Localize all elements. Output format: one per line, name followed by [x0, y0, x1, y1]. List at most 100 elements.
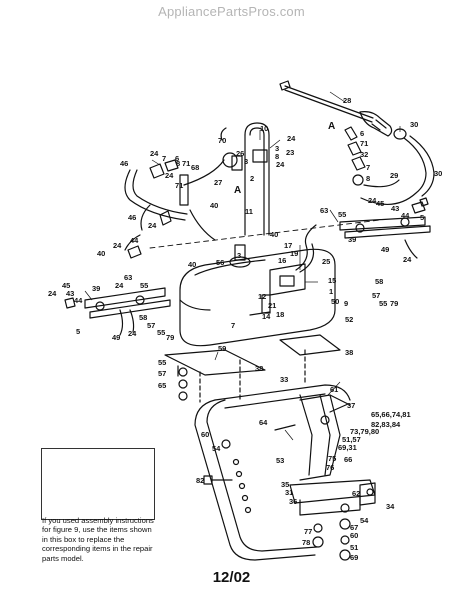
- inset-note: If you used assembly instructions for fi…: [42, 516, 154, 563]
- label-39-left: 39: [92, 284, 100, 293]
- label-53: 53: [276, 456, 284, 465]
- label-30-top: 30: [410, 120, 418, 129]
- label-24-left4: 24: [113, 241, 122, 250]
- label-55-left: 55: [140, 281, 148, 290]
- label-79-right: 79: [390, 299, 398, 308]
- label-54-left: 54: [212, 444, 221, 453]
- label-50: 50: [331, 297, 339, 306]
- label-63-left: 63: [124, 273, 132, 282]
- label-24-right2: 24: [403, 255, 412, 264]
- label-77: 77: [304, 527, 312, 536]
- label-27: 27: [214, 178, 222, 187]
- label-24-left2: 24: [165, 171, 174, 180]
- label-29: 29: [390, 171, 398, 180]
- label-60-lower: 60: [350, 531, 358, 540]
- label-10: 10: [260, 124, 268, 133]
- label-group-69: 69,31: [338, 443, 357, 452]
- label-82: 82: [196, 476, 204, 485]
- label-35: 35: [281, 480, 289, 489]
- label-24-left6: 24: [115, 281, 124, 290]
- label-78: 78: [302, 538, 310, 547]
- label-group-65: 65,66,74,81: [371, 410, 411, 419]
- left-boom: [64, 287, 171, 336]
- label-23: 23: [286, 148, 294, 157]
- label-65: 65: [158, 381, 166, 390]
- label-79-left: 79: [166, 333, 174, 342]
- label-52: 52: [345, 315, 353, 324]
- label-71-left2: 71: [175, 181, 183, 190]
- label-44-right: 44: [401, 211, 410, 220]
- label-24-mid: 24: [276, 160, 285, 169]
- frame: [194, 384, 351, 561]
- label-5-right: 5: [420, 213, 424, 222]
- label-8-left: 8: [176, 159, 180, 168]
- label-68: 68: [191, 163, 199, 172]
- label-55-right2: 55: [379, 299, 387, 308]
- label-38-b: 38: [255, 364, 263, 373]
- label-33-frame: 33: [280, 375, 288, 384]
- label-61: 61: [330, 385, 338, 394]
- label-2: 2: [250, 174, 254, 183]
- label-group-82: 82,83,84: [371, 420, 401, 429]
- label-16: 16: [278, 256, 286, 265]
- hose-fittings-right: [344, 126, 400, 188]
- label-55-right: 55: [338, 210, 346, 219]
- label-25: 25: [322, 257, 330, 266]
- label-55-left2: 55: [157, 328, 165, 337]
- label-69-lower: 69: [350, 553, 358, 562]
- label-group-73: 73,79,80: [350, 427, 379, 436]
- label-12: 12: [258, 292, 266, 301]
- label-3-top: 3: [275, 144, 279, 153]
- label-8-right: 8: [366, 174, 370, 183]
- label-15: 15: [328, 276, 336, 285]
- callouts: 28 A 30 6 71 32 7 8 29 30 10 24 3 8 23 2…: [48, 96, 442, 562]
- label-18: 18: [276, 310, 284, 319]
- label-3-mid: 3: [244, 157, 248, 166]
- label-40-d: 40: [270, 230, 278, 239]
- handle-bracket: [289, 394, 376, 516]
- label-75: 75: [328, 454, 336, 463]
- label-66: 66: [344, 455, 352, 464]
- label-62: 62: [352, 489, 360, 498]
- label-58-left: 58: [139, 313, 147, 322]
- label-44-left: 44: [130, 236, 139, 245]
- right-boom: [339, 197, 431, 259]
- label-37: 37: [347, 401, 355, 410]
- label-43-right: 43: [391, 204, 399, 213]
- label-71-right: 71: [360, 139, 368, 148]
- label-57-left: 57: [147, 321, 155, 330]
- label-59: 59: [218, 344, 226, 353]
- label-76: 76: [326, 463, 334, 472]
- label-43-left: 43: [66, 289, 74, 298]
- label-24-left3: 24: [148, 221, 157, 230]
- label-70: 70: [218, 136, 226, 145]
- hose-left-upper: [124, 159, 225, 259]
- date-code: 12/02: [212, 569, 251, 586]
- label-36: 36: [289, 497, 297, 506]
- label-24-top: 24: [287, 134, 296, 143]
- label-6-right: 6: [360, 129, 364, 138]
- label-8-top: 8: [275, 152, 279, 161]
- label-24-left5: 24: [48, 289, 57, 298]
- label-38-a: 38: [345, 348, 353, 357]
- label-3-tank: 3: [237, 251, 241, 260]
- label-1: 1: [329, 287, 333, 296]
- label-46-mid: 46: [128, 213, 136, 222]
- label-24-right: 24: [368, 196, 377, 205]
- label-9: 9: [344, 299, 348, 308]
- label-51-lower: 51: [350, 543, 358, 552]
- label-45-left: 45: [62, 281, 70, 290]
- label-7-right: 7: [366, 163, 370, 172]
- label-28: 28: [343, 96, 351, 105]
- label-49-right: 49: [381, 245, 389, 254]
- label-71-left: 71: [182, 159, 190, 168]
- label-a-right: A: [328, 121, 335, 132]
- label-63: 63: [320, 206, 328, 215]
- site-watermark: AppliancePartsPros.com: [158, 4, 305, 19]
- label-40-a: 40: [210, 201, 218, 210]
- label-45-right: 45: [376, 199, 384, 208]
- label-6-left: 6: [175, 154, 179, 163]
- label-14: 14: [262, 312, 271, 321]
- label-58-right: 58: [375, 277, 383, 286]
